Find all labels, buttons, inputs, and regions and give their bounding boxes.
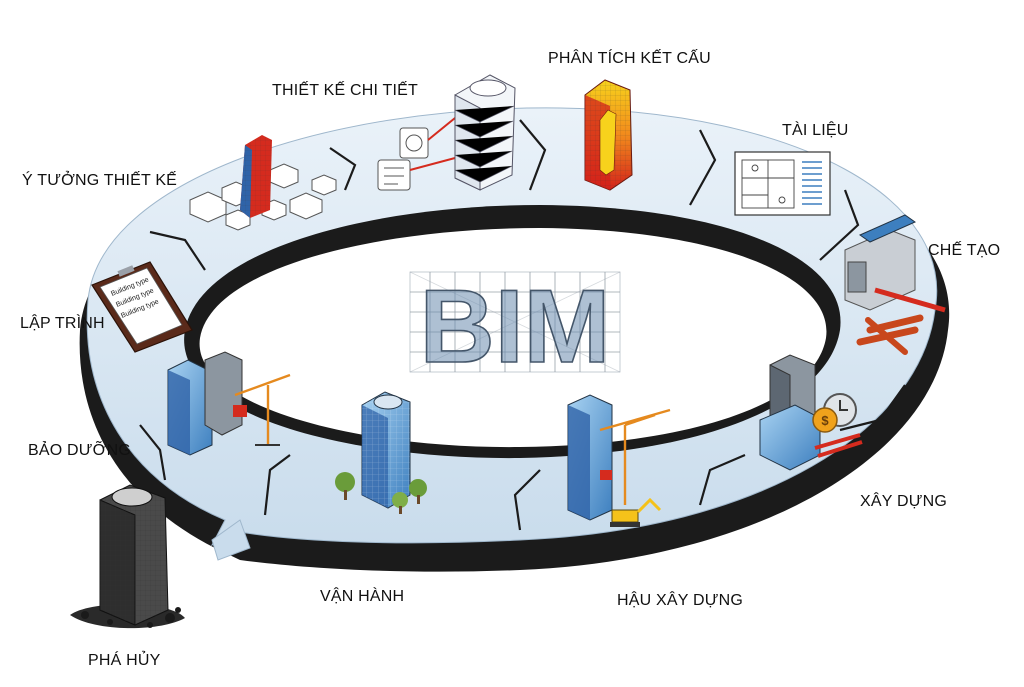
crane-icon	[234, 373, 291, 445]
label-fabrication: CHẾ TẠO	[928, 242, 1001, 259]
bim-logo: BIM	[409, 268, 621, 386]
label-detailed-design: THIẾT KẾ CHI TIẾT	[272, 82, 418, 99]
structural-analysis-illustration	[584, 79, 633, 191]
label-concept-design: Ý TƯỞNG THIẾT KẾ	[22, 172, 178, 189]
label-maintenance: BẢO DƯỠNG	[28, 442, 131, 459]
label-construction: XÂY DỰNG	[860, 493, 947, 510]
label-post-construction: HẬU XÂY DỰNG	[617, 592, 744, 609]
construction-illustration: $	[759, 354, 863, 471]
tree-icons	[335, 472, 427, 514]
concept-design-illustration	[189, 135, 337, 231]
detailed-design-illustration	[377, 74, 516, 191]
demolition-illustration	[70, 484, 185, 629]
documentation-illustration	[734, 151, 831, 216]
label-demolition: PHÁ HỦY	[88, 652, 161, 669]
programming-clipboard: Building type Building type Building typ…	[91, 261, 193, 353]
label-operation: VẬN HÀNH	[320, 588, 405, 605]
fabrication-illustration	[844, 214, 946, 355]
crane-icon	[599, 408, 671, 505]
svg-text:$: $	[821, 413, 829, 428]
post-construction-illustration	[567, 394, 671, 527]
label-programming: LẬP TRÌNH	[20, 315, 105, 332]
maintenance-illustration	[167, 351, 291, 456]
operation-illustration	[335, 391, 427, 514]
coin-icon	[812, 407, 838, 433]
label-documentation: TÀI LIỆU	[782, 122, 849, 139]
label-structural-analysis: PHÂN TÍCH KẾT CẤU	[548, 50, 711, 67]
bim-logo-text: BIM	[420, 269, 611, 385]
excavator-icon	[610, 497, 662, 527]
